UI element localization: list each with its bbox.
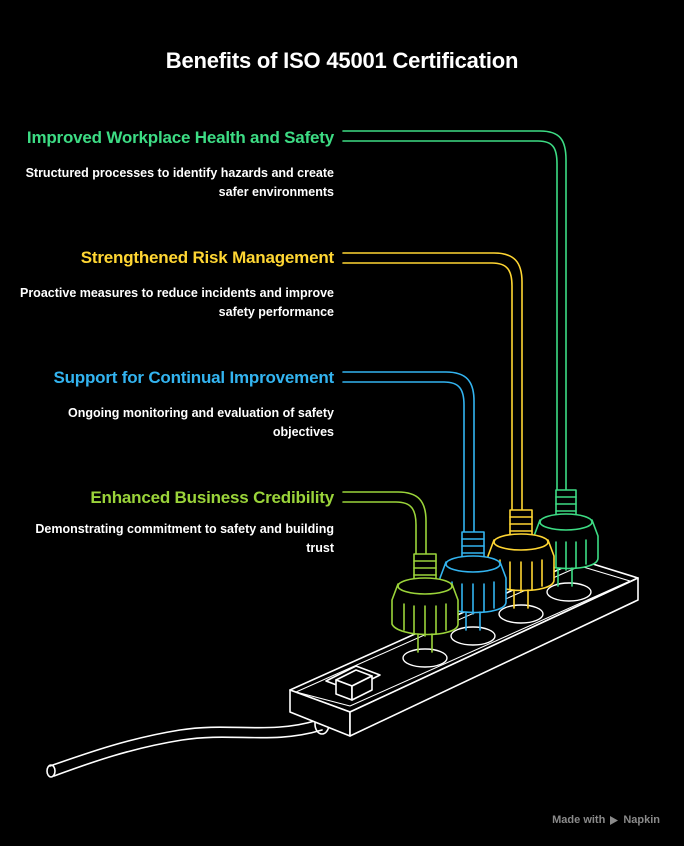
plug-lime <box>342 491 459 653</box>
plug-green <box>342 130 599 587</box>
benefit-item-business-credibility: Enhanced Business Credibility Demonstrat… <box>14 486 334 558</box>
sockets <box>402 582 592 668</box>
power-switch-icon <box>325 665 381 701</box>
benefit-item-health-safety: Improved Workplace Health and Safety Str… <box>14 126 335 202</box>
benefit-description: Structured processes to identify hazards… <box>25 166 334 199</box>
credit-brand: Napkin <box>623 814 660 826</box>
benefit-item-continual-improvement: Support for Continual Improvement Ongoin… <box>14 366 334 442</box>
credit-prefix: Made with <box>552 814 606 826</box>
benefit-description: Ongoing monitoring and evaluation of saf… <box>68 406 334 439</box>
benefit-description: Demonstrating commitment to safety and b… <box>35 522 334 555</box>
page-title: Benefits of ISO 45001 Certification <box>165 48 519 73</box>
benefit-item-risk-management: Strengthened Risk Management Proactive m… <box>14 246 334 322</box>
made-with-credit[interactable]: Made with Napkin <box>552 814 660 826</box>
napkin-logo-icon <box>610 815 619 825</box>
benefit-heading: Improved Workplace Health and Safety <box>26 128 334 147</box>
benefit-heading: Enhanced Business Credibility <box>90 488 334 507</box>
plug-blue <box>342 371 507 631</box>
plug-yellow <box>342 252 555 609</box>
benefit-description: Proactive measures to reduce incidents a… <box>19 286 334 319</box>
benefit-heading: Strengthened Risk Management <box>80 248 334 267</box>
power-cable <box>46 713 330 778</box>
benefit-heading: Support for Continual Improvement <box>53 368 334 387</box>
